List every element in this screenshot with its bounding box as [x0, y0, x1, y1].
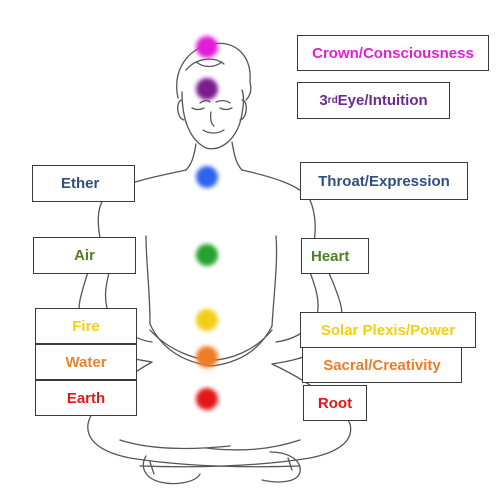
- mouth: [202, 129, 225, 134]
- third-eye-label-number: 3: [319, 92, 328, 109]
- solar-plexus-label: Solar Plexis/Power: [300, 312, 476, 348]
- crown-chakra-dot: [196, 36, 218, 58]
- left-foot: [142, 455, 201, 485]
- third-eye-chakra-dot: [196, 78, 218, 100]
- root-label: Root: [303, 385, 367, 421]
- left-eye: [191, 107, 205, 111]
- ether-label: Ether: [32, 165, 135, 202]
- sacral-chakra-dot: [196, 346, 218, 368]
- heart-label: Heart: [301, 238, 369, 274]
- hair-outline: [176, 42, 252, 101]
- third-eye-label-text: Eye/Intuition: [337, 92, 428, 109]
- heart-chakra-dot: [196, 244, 218, 266]
- head-outline: [181, 89, 245, 150]
- sacral-label: Sacral/Creativity: [302, 347, 462, 383]
- crown-label: Crown/Consciousness: [297, 35, 489, 71]
- earth-label: Earth: [35, 380, 137, 416]
- right-eye: [219, 107, 233, 111]
- solar-plexus-chakra-dot: [196, 309, 218, 331]
- root-chakra-dot: [196, 388, 218, 410]
- fire-label: Fire: [35, 308, 137, 344]
- air-label: Air: [33, 237, 136, 274]
- chakra-dots: [196, 36, 218, 410]
- throat-chakra-dot: [196, 166, 218, 188]
- right-foot: [261, 451, 301, 483]
- throat-label: Throat/Expression: [300, 162, 468, 200]
- water-label: Water: [35, 344, 137, 380]
